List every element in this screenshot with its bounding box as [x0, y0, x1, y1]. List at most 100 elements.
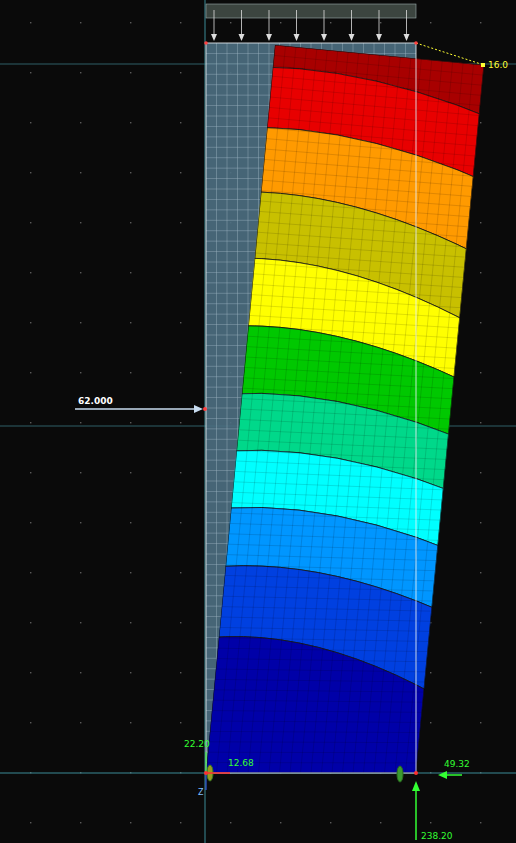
mesh-line [249, 315, 458, 328]
mesh-line [234, 482, 444, 490]
mesh-line [252, 284, 461, 297]
node-dot [414, 771, 418, 775]
mesh-line [247, 336, 456, 348]
load-arrow [351, 10, 352, 36]
mesh-line [214, 690, 424, 692]
mesh-line [208, 752, 418, 754]
mesh-line [233, 492, 443, 500]
mesh-line [253, 274, 462, 288]
mesh-line [232, 503, 442, 510]
mesh-line [245, 357, 454, 368]
mesh-line [235, 471, 445, 479]
mesh-line [220, 627, 430, 631]
mesh-line [209, 741, 419, 743]
reaction-value: 22.20 [184, 740, 210, 749]
mesh-line [210, 731, 420, 732]
load-arrow [406, 10, 407, 36]
mesh-line [217, 659, 427, 662]
mesh-line [223, 596, 433, 601]
mesh-line [269, 107, 478, 125]
reaction-value: 238.20 [421, 832, 453, 841]
mesh-line [221, 617, 431, 621]
mesh-line [211, 721, 421, 722]
arrow-head [266, 34, 272, 41]
arrow-head [321, 34, 327, 41]
node-dot [204, 41, 208, 45]
axis-arrow [206, 773, 207, 790]
mesh-line [237, 451, 447, 460]
mesh-line [239, 430, 449, 439]
mesh-line [230, 523, 440, 530]
mesh-line [236, 461, 446, 470]
load-arrow [379, 10, 380, 36]
arrow-head [412, 781, 420, 791]
mesh-line [231, 513, 441, 520]
mesh-line [225, 575, 435, 580]
reaction-arrow [446, 774, 462, 776]
deflection-value: 16.0 [488, 61, 508, 70]
mesh-line [246, 347, 455, 359]
mesh-line [259, 211, 468, 226]
load-arrow [269, 10, 270, 36]
load-value: 62.000 [78, 397, 113, 406]
arrow-head [194, 405, 203, 413]
mesh-line [267, 128, 476, 146]
mesh-line [227, 555, 437, 561]
mesh-line [254, 263, 463, 277]
mesh-line [262, 180, 471, 196]
node-dot [414, 41, 418, 45]
reaction-value: 49.32 [444, 760, 470, 769]
mesh-line [215, 679, 425, 682]
mesh-line [250, 305, 459, 318]
support-symbol [397, 766, 403, 782]
load-arrows [211, 10, 410, 41]
mesh-line [218, 648, 428, 651]
reaction-arrow [415, 790, 417, 840]
arrow-head [211, 34, 217, 41]
mesh-line [242, 388, 451, 399]
contour-band [190, 637, 500, 843]
mesh-line [263, 170, 472, 187]
load-arrow [241, 10, 242, 36]
mesh-line [264, 159, 473, 176]
point-load-arrow [75, 408, 196, 410]
mesh-line [222, 607, 432, 612]
mesh-line [243, 378, 452, 389]
deflection-leader [416, 43, 484, 65]
deformed-outline [206, 45, 484, 773]
mesh-line [270, 97, 479, 116]
mesh-line [272, 76, 481, 95]
mesh-line [268, 118, 477, 136]
mesh-line [266, 139, 475, 156]
mesh-line [255, 253, 464, 267]
arrow-head [294, 34, 300, 41]
mesh-line [251, 295, 460, 308]
arrow-head [376, 34, 382, 41]
reaction-arrow [206, 772, 230, 774]
reaction-value: 12.68 [228, 759, 254, 768]
contour-bands [190, 0, 500, 843]
mesh-line [240, 419, 450, 429]
arrow-head [349, 34, 355, 41]
mesh-line [248, 326, 457, 338]
mesh-line [260, 201, 469, 217]
mesh-line [244, 367, 453, 378]
node-dot [204, 771, 208, 775]
deformed-mesh [206, 45, 484, 773]
axis-label: Z [198, 789, 203, 797]
mesh-line [224, 586, 434, 591]
load-arrow [324, 10, 325, 36]
load-bar [206, 4, 416, 18]
arrow-head [239, 34, 245, 41]
mesh-line [219, 638, 429, 642]
mesh-line [271, 87, 480, 106]
mesh-line [226, 565, 436, 571]
mesh-line [228, 544, 438, 550]
mesh-line [261, 191, 470, 207]
mesh-line [241, 409, 451, 419]
load-arrow [214, 10, 215, 36]
reaction-arrow [206, 752, 207, 773]
mesh-line [274, 55, 483, 75]
